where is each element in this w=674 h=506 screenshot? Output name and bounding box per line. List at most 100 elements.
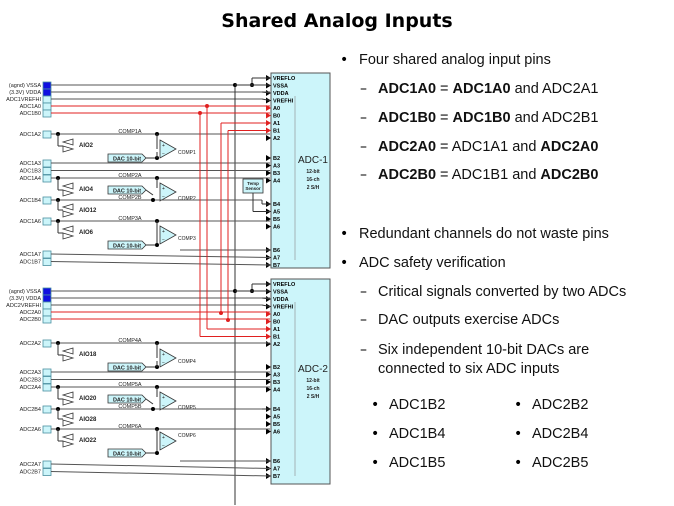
adc-pin-label: A6: [273, 430, 280, 436]
adc-pin-label: A7: [273, 467, 280, 473]
bullet-dot: •: [514, 455, 523, 471]
adc-block: [270, 278, 331, 485]
pin-pad: [42, 339, 52, 348]
comp-label: COMP3: [178, 236, 196, 242]
bullet-dot: •: [514, 426, 523, 442]
buffer-icon: [61, 391, 74, 399]
comp-net-label: COMP5B: [118, 404, 142, 410]
comp-label: COMP4: [178, 359, 196, 365]
bullet-dot: •: [371, 397, 380, 413]
dash: –: [360, 167, 367, 183]
adc-pin-label: B2: [273, 365, 280, 371]
adc-pin-label: B2: [273, 156, 280, 162]
dash: –: [360, 81, 367, 97]
buffer-icon: [62, 210, 75, 218]
arrow-icon: [266, 386, 271, 393]
adc2-channel: ADC2B0: [540, 167, 599, 183]
dac-block: [107, 153, 147, 163]
bullet-dot: •: [371, 426, 380, 442]
adc-pin-label: A2: [273, 136, 280, 142]
arrow-icon: [266, 428, 271, 435]
adc-pin-label: B3: [273, 171, 280, 177]
pin-pad: [42, 88, 52, 97]
arrow-icon: [266, 421, 271, 427]
plus-sign: +: [162, 186, 165, 192]
wire: [50, 463, 271, 469]
plus-sign: +: [162, 143, 165, 149]
pin-name: ADC1A6: [20, 219, 41, 225]
comp-net-label: COMP1A: [118, 129, 142, 135]
adc-pin-label: A7: [273, 256, 280, 262]
buffer-icon: [62, 189, 75, 197]
dac-label: DAC 10-bit: [113, 244, 141, 250]
aio-label: AIO22: [79, 438, 97, 444]
pin-name: ADC1A3: [20, 161, 41, 167]
adc-spec: 16-ch: [306, 177, 319, 183]
comparator-icon: [159, 182, 177, 202]
adc-pin-label: B7: [273, 474, 280, 480]
comp-net-label: COMP2B: [118, 195, 142, 201]
adc-block: [270, 72, 331, 269]
adc-spec: 12-bit: [306, 169, 320, 175]
adc-pin-label: A0: [273, 312, 280, 318]
shared-pin-name: ADC1B0: [378, 110, 437, 126]
dash: –: [360, 110, 367, 126]
arrow-icon: [266, 341, 271, 347]
adc-pin-label: A4: [273, 179, 281, 185]
bullet-dot: •: [371, 455, 380, 471]
dac-block: [107, 394, 147, 404]
adc-pin-label: A1: [273, 327, 280, 333]
pin-pad: [42, 130, 52, 139]
buffer-icon: [62, 145, 75, 153]
buffer-icon: [62, 440, 75, 448]
temp-sensor-label: Sensor: [245, 186, 261, 191]
pin-pad: [42, 287, 52, 296]
comparator-icon: [159, 391, 177, 411]
pin-pad: [42, 468, 52, 476]
adc2-channel: ADC2A1: [542, 81, 599, 97]
shared-pin-row: ADC2A0 = ADC1A1 and ADC2A0: [378, 139, 599, 155]
pin-name: ADC1A0: [20, 104, 41, 110]
pin-name: ADC2A4: [20, 385, 41, 391]
arrow-icon: [266, 170, 271, 176]
bullet-safety: ADC safety verification: [359, 255, 506, 271]
pin-pad: [42, 308, 52, 317]
junction-dot: [205, 104, 209, 108]
pin-name: ADC2B3: [20, 378, 41, 384]
aio-label: AIO12: [79, 208, 97, 214]
sub-dac-outputs: DAC outputs exercise ADCs: [378, 312, 560, 328]
buffer-icon: [62, 232, 75, 240]
dac-label: DAC 10-bit: [113, 398, 141, 404]
adc-spec: 12-bit: [306, 378, 320, 384]
dac-block: [107, 362, 147, 372]
buffer-icon: [61, 182, 74, 190]
adc-pin-label: B5: [273, 217, 280, 223]
adc-pin-label: B0: [273, 320, 280, 326]
pin-name: (3.3V) VDDA: [9, 296, 41, 302]
junction-dot: [198, 111, 202, 115]
pin-pad: [42, 174, 52, 183]
adc-pin-label: A5: [273, 210, 280, 216]
adc2-channel: ADC2B1: [542, 110, 599, 126]
dac-label: DAC 10-bit: [113, 452, 141, 458]
bullet-redundant: Redundant channels do not waste pins: [359, 226, 609, 242]
plus-sign: +: [162, 435, 165, 441]
comp-net-label: COMP5A: [118, 382, 142, 388]
bullet-dot: •: [340, 226, 349, 242]
pin-pad: [42, 196, 52, 205]
adc-pin-label: VREFHI: [273, 99, 294, 105]
adc-pin-label: B1: [273, 129, 280, 135]
adc1-channel: ADC1B1: [451, 167, 509, 183]
adc-pin-label: VDDA: [273, 91, 289, 97]
pin-pad: [42, 368, 52, 377]
dac-label: DAC 10-bit: [113, 366, 141, 372]
adc-pin-label: B7: [273, 263, 280, 269]
temp-sensor-label: Temp: [247, 181, 259, 186]
pin-name: ADC1B7: [20, 260, 41, 266]
shared-pin-name: ADC2B0: [378, 167, 437, 183]
wire: [50, 261, 271, 266]
dac-label: DAC 10-bit: [113, 157, 141, 163]
plus-sign: +: [162, 229, 165, 235]
dash: –: [360, 312, 367, 328]
pin-name: ADC1B4: [20, 198, 41, 204]
